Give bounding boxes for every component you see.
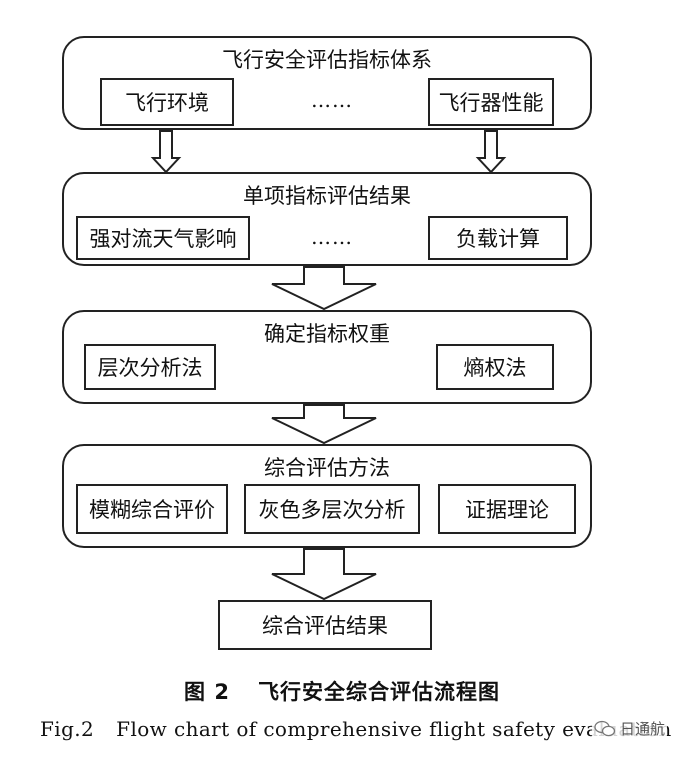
ellipsis: …… (311, 88, 353, 112)
box-aircraft-performance: 飞行器性能 (428, 78, 554, 126)
arrow-down-icon (271, 404, 377, 445)
box-flight-environment: 飞行环境 (100, 78, 234, 126)
figure-title-zh: 飞行安全综合评估流程图 (257, 680, 500, 704)
watermark-text: 日通航 (620, 720, 666, 738)
arrow-down-icon (271, 266, 377, 311)
box-fuzzy-evaluation: 模糊综合评价 (76, 484, 228, 534)
box-evidence-theory: 证据理论 (438, 484, 576, 534)
box-entropy-weight: 熵权法 (436, 344, 554, 390)
figure-caption-en: Fig.2 Flow chart of comprehensive flight … (40, 717, 672, 741)
figure-number-en: Fig.2 (40, 717, 95, 741)
arrow-down-icon (271, 548, 377, 601)
stage-title: 单项指标评估结果 (243, 184, 411, 208)
ellipsis: …… (311, 225, 353, 249)
box-grey-multilevel-analysis: 灰色多层次分析 (244, 484, 420, 534)
box-convective-weather-impact: 强对流天气影响 (76, 216, 250, 260)
stage-title: 综合评估方法 (264, 456, 390, 480)
box-evaluation-result: 综合评估结果 (218, 600, 432, 650)
figure-number-zh: 图 2 (184, 680, 230, 704)
wechat-icon (594, 720, 616, 736)
stage-title: 飞行安全评估指标体系 (222, 48, 432, 72)
arrow-down-icon (475, 130, 507, 174)
watermark: 日通航 (592, 718, 668, 739)
arrow-down-icon (150, 130, 182, 174)
box-load-calculation: 负载计算 (428, 216, 568, 260)
figure-title-en: Flow chart of comprehensive flight safet… (116, 717, 672, 741)
figure-caption-zh: 图 2 飞行安全综合评估流程图 (0, 676, 684, 706)
box-ahp: 层次分析法 (84, 344, 216, 390)
stage-title: 确定指标权重 (264, 322, 390, 346)
